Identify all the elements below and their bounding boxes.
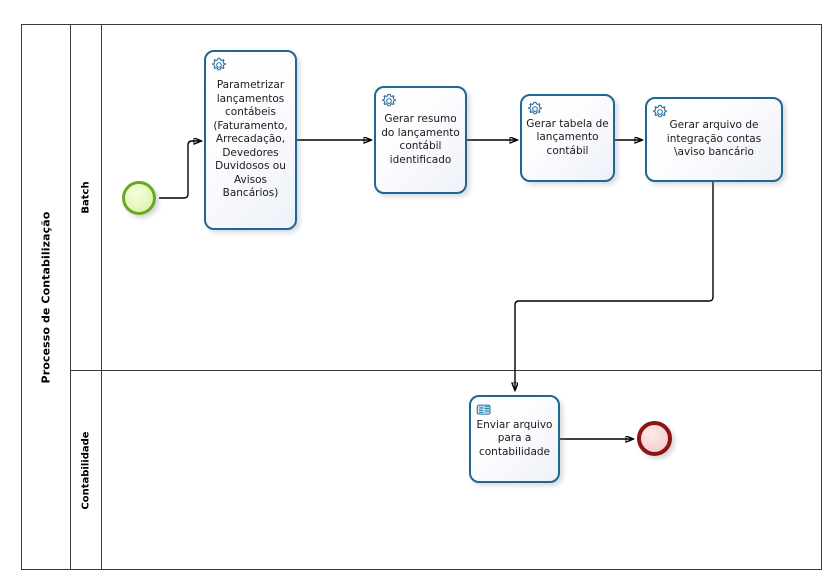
task-enviar-arquivo-contabilidade[interactable]: Enviar arquivo para a contabilidade xyxy=(469,395,560,483)
task-label: Gerar tabela de lançamento contábil xyxy=(526,117,609,157)
gear-icon xyxy=(528,101,542,115)
lane-contabilidade: Contabilidade xyxy=(71,371,822,570)
task-gerar-resumo-lancamento[interactable]: Gerar resumo do lançamento contábil iden… xyxy=(374,86,467,194)
task-label: Parametrizar lançamentos contábeis (Fatu… xyxy=(213,79,288,200)
lane-batch: Batch xyxy=(71,25,822,371)
lane-label-contabilidade: Contabilidade xyxy=(80,431,92,510)
task-label: Enviar arquivo para a contabilidade xyxy=(476,418,553,458)
gear-icon xyxy=(382,93,396,107)
lane-header-contabilidade: Contabilidade xyxy=(71,371,102,570)
task-gerar-arquivo-integracao[interactable]: Gerar arquivo de integração contas \avis… xyxy=(645,97,783,182)
gear-icon xyxy=(212,57,226,71)
lane-header-batch: Batch xyxy=(71,25,102,370)
task-label: Gerar arquivo de integração contas \avis… xyxy=(666,119,762,159)
task-gerar-tabela-lancamento[interactable]: Gerar tabela de lançamento contábil xyxy=(520,94,615,182)
lane-label-batch: Batch xyxy=(80,181,92,214)
end-event[interactable] xyxy=(637,421,672,456)
task-label: Gerar resumo do lançamento contábil iden… xyxy=(381,113,460,166)
task-parametrizar-lancamentos-contabeis[interactable]: Parametrizar lançamentos contábeis (Fatu… xyxy=(204,50,297,230)
pool-title: Processo de Contabilização xyxy=(39,211,53,383)
start-event[interactable] xyxy=(122,181,156,215)
manual-task-icon xyxy=(476,404,491,415)
pool-header: Processo de Contabilização xyxy=(22,25,71,569)
